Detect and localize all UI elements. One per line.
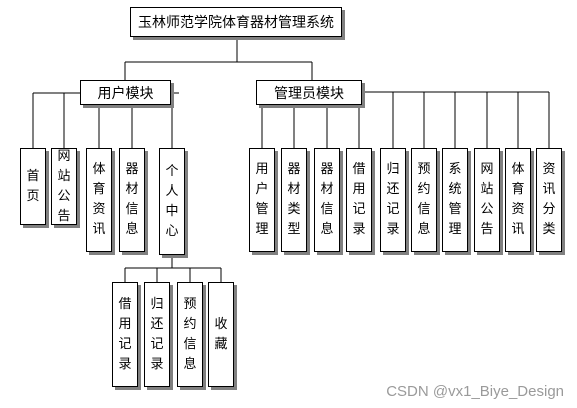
personal-child-node: 预约信息 (177, 282, 203, 387)
admin-child-label: 资讯分类 (542, 162, 556, 237)
user-child-node: 器材信息 (119, 148, 145, 252)
admin-child-label: 预约信息 (417, 162, 431, 237)
user-child-label: 器材信息 (125, 162, 139, 237)
personal-child-node: 归还记录 (144, 282, 170, 387)
admin-module-label: 管理员模块 (274, 85, 344, 102)
admin-child-node: 借用记录 (346, 148, 372, 252)
admin-child-node: 归还记录 (380, 148, 406, 252)
admin-child-node: 系统管理 (442, 148, 468, 252)
root-label: 玉林师范学院体育器材管理系统 (138, 15, 334, 31)
admin-child-node: 器材信息 (314, 148, 340, 252)
watermark-text: CSDN @vx1_Biye_Design (386, 383, 564, 400)
personal-child-label: 归还记录 (150, 296, 164, 372)
user-module-label: 用户模块 (97, 85, 154, 102)
admin-child-label: 网站公告 (480, 162, 494, 237)
user-child-node: 体育资讯 (86, 148, 112, 252)
user-child-label: 网站公告 (57, 148, 71, 224)
user-module-node: 用户模块 (80, 80, 171, 105)
admin-child-label: 体育资讯 (511, 162, 525, 237)
admin-module-node: 管理员模块 (256, 80, 362, 105)
admin-child-node: 预约信息 (411, 148, 437, 252)
admin-child-node: 网站公告 (474, 148, 500, 252)
personal-center-node: 个人中心 (159, 148, 185, 255)
admin-child-node: 用户管理 (249, 148, 275, 252)
admin-child-label: 器材信息 (320, 162, 334, 237)
admin-child-label: 用户管理 (255, 162, 269, 237)
admin-child-label: 借用记录 (352, 162, 366, 237)
personal-child-label: 借用记录 (118, 296, 132, 372)
personal-child-label: 预约信息 (183, 296, 197, 372)
user-child-label: 个人中心 (165, 163, 179, 239)
personal-child-node: 收藏 (208, 282, 234, 387)
admin-child-node: 资讯分类 (536, 148, 562, 252)
user-child-label: 首页 (26, 168, 40, 204)
admin-child-node: 体育资讯 (505, 148, 531, 252)
admin-child-label: 系统管理 (448, 162, 462, 237)
user-child-label: 体育资讯 (92, 162, 106, 237)
user-child-node: 网站公告 (51, 148, 77, 225)
personal-child-label: 收藏 (214, 316, 228, 352)
admin-child-label: 器材类型 (287, 162, 301, 237)
root-node: 玉林师范学院体育器材管理系统 (130, 7, 342, 37)
admin-child-label: 归还记录 (386, 162, 400, 237)
personal-child-node: 借用记录 (112, 282, 138, 387)
admin-child-node: 器材类型 (281, 148, 307, 252)
user-child-node: 首页 (20, 148, 46, 225)
